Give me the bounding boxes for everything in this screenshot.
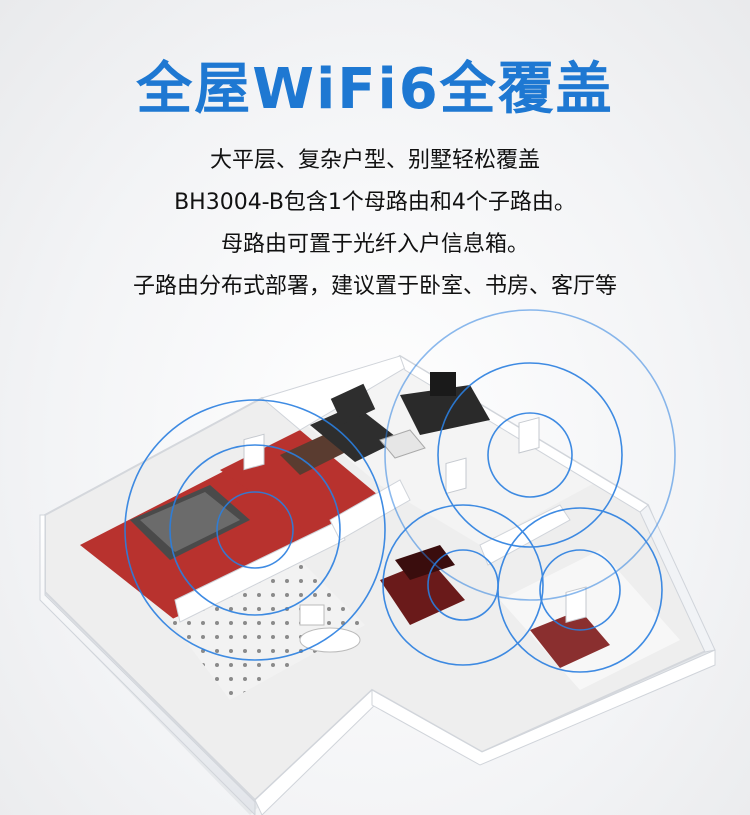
bathroom-floor: [170, 560, 365, 700]
piano-icon: [380, 560, 465, 625]
coffee-table-icon: [379, 429, 426, 459]
description-line-1: 大平层、复杂户型、别墅轻松覆盖: [209, 148, 540, 173]
dining-table-icon: [530, 610, 610, 668]
router-icon: [565, 586, 587, 623]
sofa-icon: [310, 405, 400, 462]
wall-left: [39, 514, 256, 815]
tv-cabinet-icon: [400, 385, 490, 435]
tv-icon: [430, 372, 456, 396]
armchair-icon: [330, 383, 376, 425]
wall-bottom-right: [371, 649, 716, 766]
router-icon: [243, 433, 265, 471]
description-line-2: BH3004-B包含1个母路由和4个子路由。: [174, 190, 576, 215]
living-room-floor: [300, 360, 600, 545]
router-icon: [445, 457, 467, 495]
partition-1: [174, 519, 346, 623]
description-line-4: 子路由分布式部署，建议置于卧室、书房、客厅等: [132, 274, 617, 299]
sink-icon: [299, 604, 325, 626]
description: 大平层、复杂户型、别墅轻松覆盖 BH3004-B包含1个母路由和4个子路由。 母…: [0, 140, 750, 308]
router-devices: [243, 416, 587, 623]
dining-floor: [500, 550, 680, 690]
bedroom-floor: [80, 468, 330, 620]
description-line-3: 母路由可置于光纤入户信息箱。: [220, 232, 529, 257]
page-title: 全屋WiFi6全覆盖: [136, 57, 614, 122]
router-icon: [518, 416, 540, 454]
wifi-signal-rings: [124, 309, 676, 673]
